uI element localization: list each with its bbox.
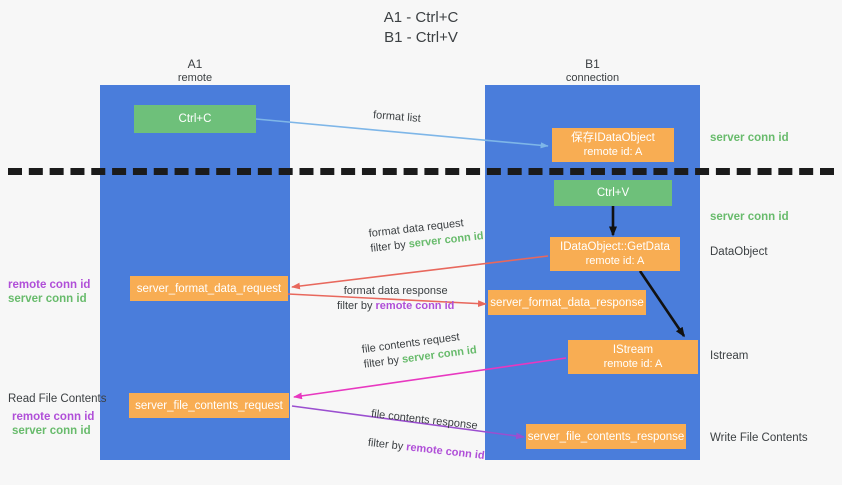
lane-a1-subtitle: remote — [177, 72, 213, 84]
node-save-idataobject-label: 保存IDataObject — [571, 132, 655, 144]
node-server-format-data-response-label: server_format_data_response — [490, 296, 644, 309]
annot-remote-conn-id-1: remote conn id — [8, 279, 91, 291]
wire-format-list — [255, 118, 549, 149]
annot-conn-id-group-2: remote conn id server conn id — [12, 410, 94, 438]
wire-format-data-request — [291, 255, 549, 290]
annot-read-file-contents: Read File Contents — [8, 393, 107, 405]
annot-server-conn-id-1: server conn id — [710, 132, 789, 144]
annot-remote-conn-id-2: remote conn id — [12, 411, 95, 423]
node-server-format-data-request[interactable]: server_format_data_request — [130, 276, 288, 301]
title-line-1: A1 - Ctrl+C — [383, 9, 459, 26]
annot-write-file-contents: Write File Contents — [710, 432, 808, 444]
lane-b1-subtitle: connection — [565, 72, 620, 84]
node-save-idataobject-sublabel: remote id: A — [583, 146, 643, 158]
node-server-file-contents-request[interactable]: server_file_contents_request — [129, 393, 289, 418]
node-save-idataobject[interactable]: 保存IDataObject remote id: A — [552, 128, 674, 162]
lane-header-a1: A1 remote — [100, 57, 290, 85]
node-getdata[interactable]: IDataObject::GetData remote id: A — [550, 237, 680, 271]
lane-header-b1: B1 connection — [485, 57, 700, 85]
lane-a1-title: A1 — [187, 57, 203, 71]
annot-server-conn-id-2: server conn id — [710, 211, 789, 223]
annot-server-conn-id-3: server conn id — [8, 293, 87, 305]
annot-istream: Istream — [710, 350, 749, 362]
node-server-format-data-request-label: server_format_data_request — [136, 282, 282, 295]
node-istream-sublabel: remote id: A — [603, 358, 663, 370]
node-getdata-label: IDataObject::GetData — [560, 241, 670, 253]
wire-file-contents-request — [293, 357, 567, 400]
page-title: A1 - Ctrl+C B1 - Ctrl+V — [0, 8, 842, 48]
node-ctrl-c[interactable]: Ctrl+C — [134, 105, 256, 133]
node-server-file-contents-response-label: server_file_contents_response — [527, 430, 685, 443]
annot-dataobject: DataObject — [710, 246, 768, 258]
wire-getdata-to-istream — [638, 270, 686, 338]
node-istream[interactable]: IStream remote id: A — [568, 340, 698, 374]
node-server-file-contents-response[interactable]: server_file_contents_response — [526, 424, 686, 449]
title-line-2: B1 - Ctrl+V — [384, 29, 458, 46]
wire-format-data-response — [287, 293, 487, 307]
filter-key-remote-conn-id: remote conn id — [375, 300, 455, 312]
node-server-format-data-response[interactable]: server_format_data_response — [488, 290, 646, 315]
node-ctrl-v[interactable]: Ctrl+V — [554, 180, 672, 206]
lane-b1-title: B1 — [585, 57, 600, 71]
wire-file-contents-response — [291, 405, 525, 440]
node-ctrl-v-label: Ctrl+V — [596, 187, 630, 199]
node-istream-label: IStream — [612, 344, 654, 356]
edge-label-format-data-response-filter: filter by remote conn id — [337, 300, 455, 312]
edge-label-format-data-response: format data response filter by remote co… — [337, 284, 454, 314]
annot-conn-id-group-1: remote conn id server conn id — [8, 278, 90, 306]
annot-server-conn-id-4: server conn id — [12, 425, 91, 437]
edge-label-format-data-response-main: format data response — [343, 285, 448, 297]
node-getdata-sublabel: remote id: A — [585, 255, 645, 267]
node-ctrl-c-label: Ctrl+C — [178, 113, 212, 125]
phase-divider — [8, 168, 834, 175]
node-server-file-contents-request-label: server_file_contents_request — [135, 399, 283, 412]
